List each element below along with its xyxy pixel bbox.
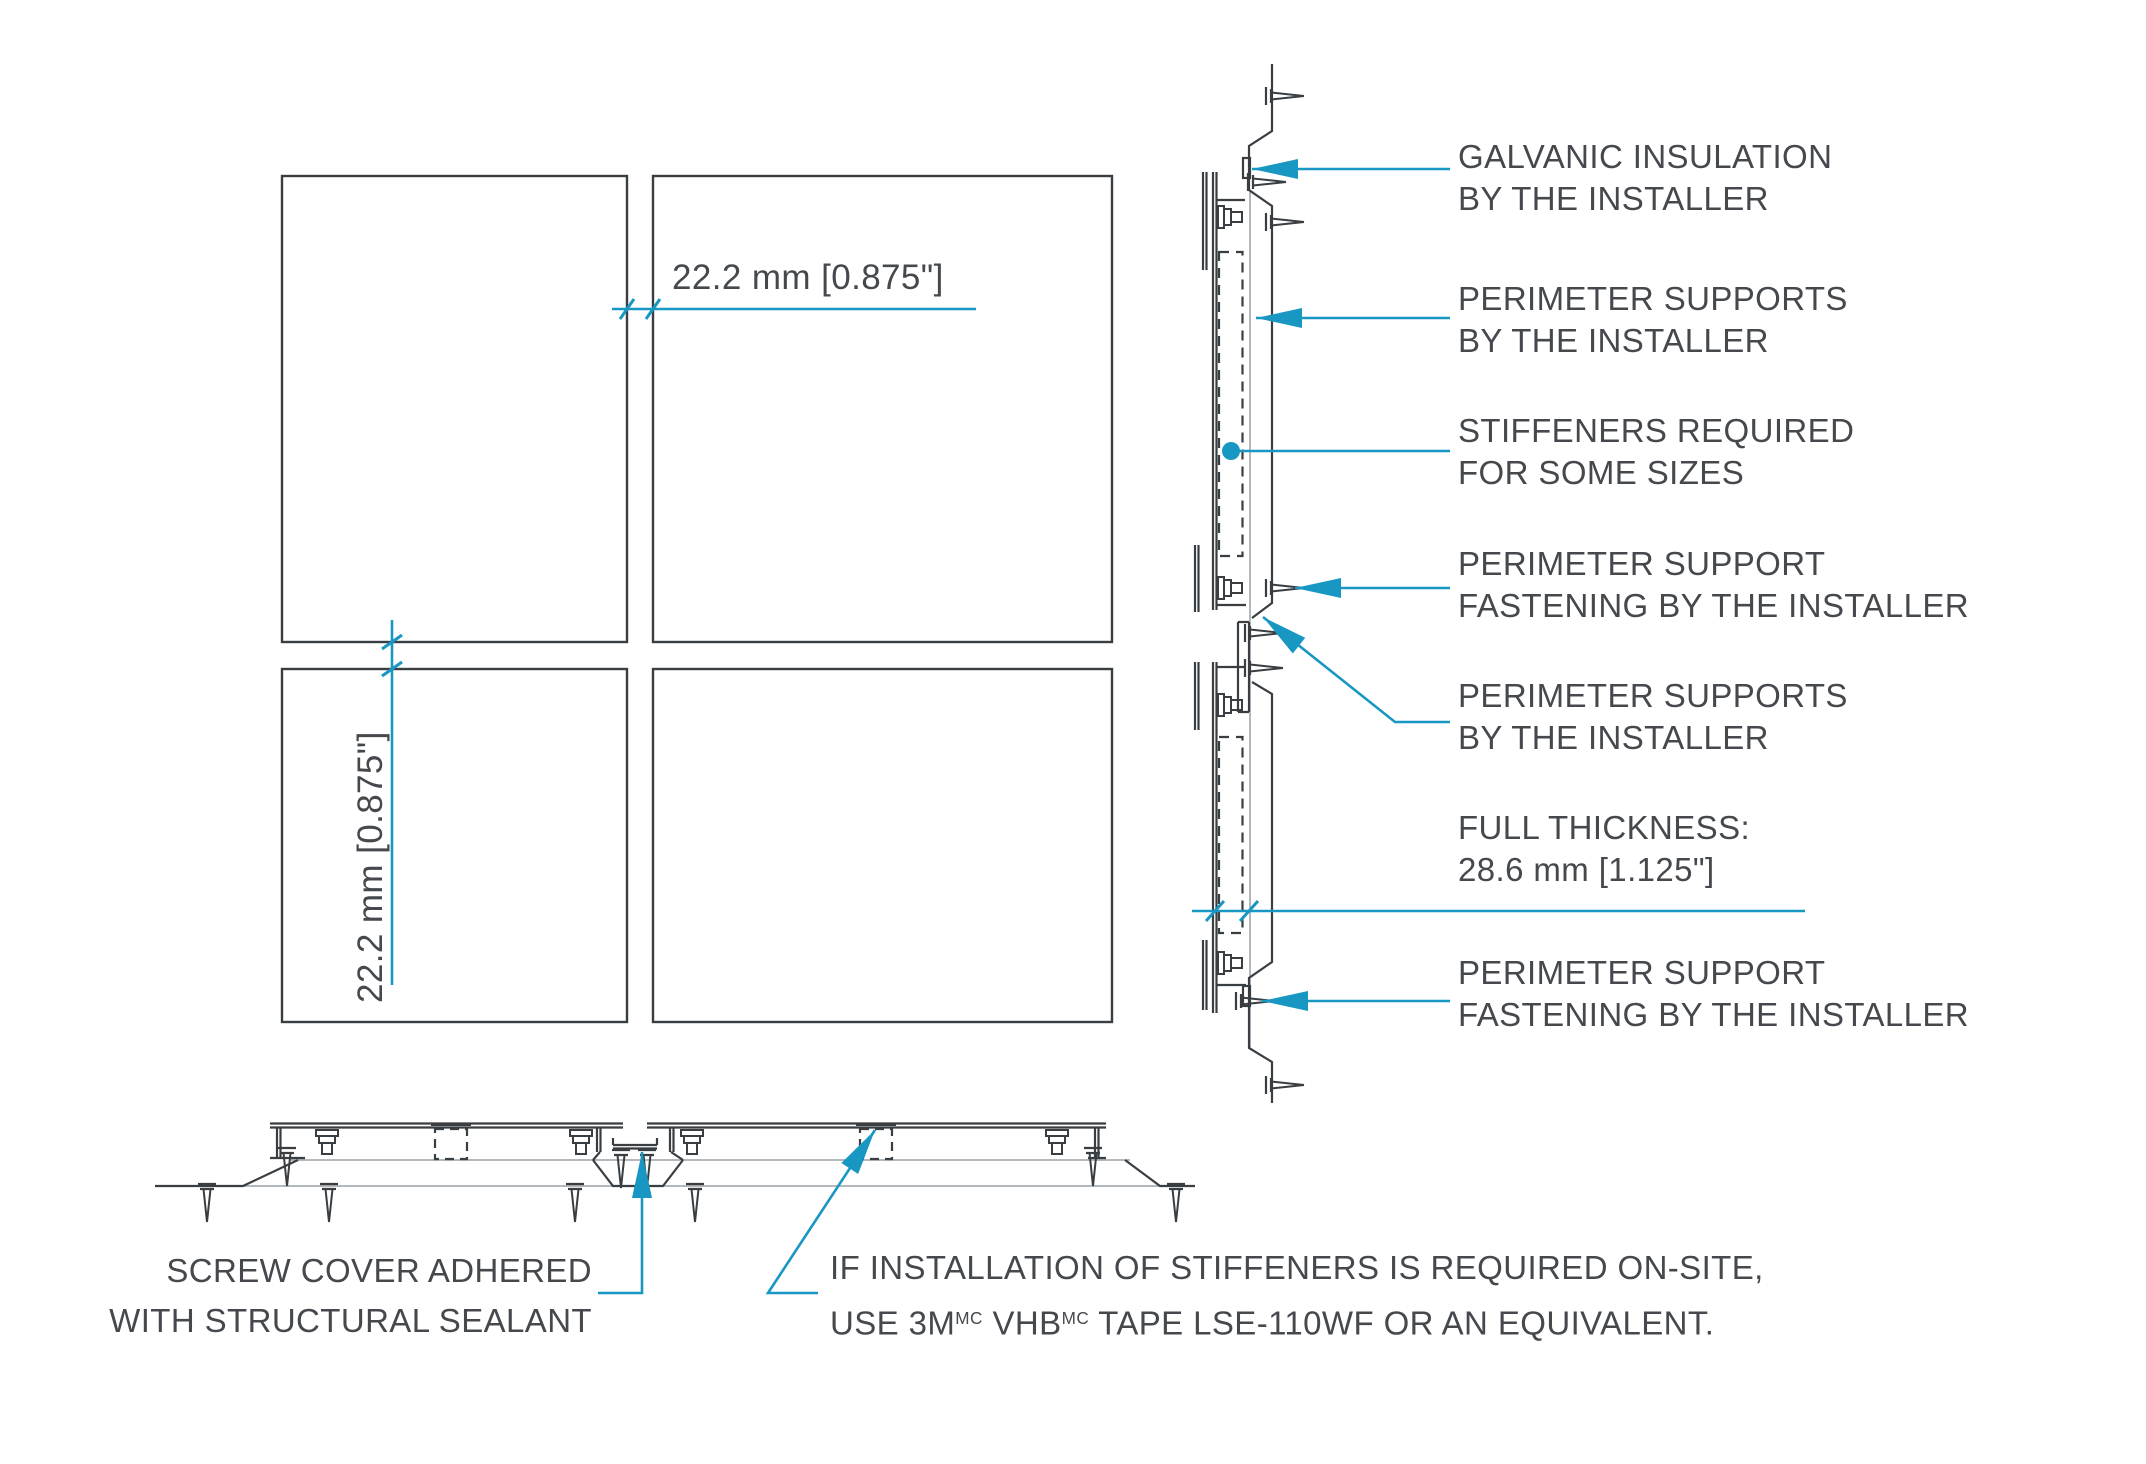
label-perimeter-support-fastening-1: PERIMETER SUPPORT FASTENING BY THE INSTA… (1458, 543, 1969, 627)
screw-icon (196, 1182, 218, 1224)
label-line: PERIMETER SUPPORTS (1458, 677, 1848, 714)
label-line: GALVANIC INSULATION (1458, 138, 1833, 175)
leader-stiffener-tape (765, 1129, 877, 1295)
label-line: STIFFENERS REQUIRED (1458, 412, 1855, 449)
trademark-superscript: MC (1061, 1308, 1090, 1328)
label-stiffener-tape-note: IF INSTALLATION OF STIFFENERS IS REQUIRE… (830, 1243, 1764, 1348)
screw-icon (564, 1182, 586, 1224)
bolt-icon (568, 1128, 594, 1156)
panel-grid (280, 174, 1114, 1024)
screw-icon (1264, 211, 1306, 233)
screw-icon (318, 1182, 340, 1224)
stiffener-dashed-left (433, 1127, 469, 1161)
label-line: BY THE INSTALLER (1458, 719, 1769, 756)
label-line: BY THE INSTALLER (1458, 180, 1769, 217)
label-full-thickness: FULL THICKNESS: 28.6 mm [1.125"] (1458, 807, 1750, 891)
screw-icon (1165, 1182, 1187, 1224)
stiffener-dashed-upper (1217, 250, 1244, 558)
label-line: PERIMETER SUPPORT (1458, 545, 1826, 582)
stiffener-dashed-lower (1217, 735, 1244, 935)
bolt-icon (1216, 950, 1244, 976)
bolt-icon (314, 1128, 340, 1156)
screw-icon (1246, 171, 1288, 193)
horizontal-section (155, 1122, 1195, 1224)
label-line: PERIMETER SUPPORTS (1458, 280, 1848, 317)
panel-top-left (280, 174, 629, 644)
screw-icon (1243, 657, 1285, 679)
label-line: IF INSTALLATION OF STIFFENERS IS REQUIRE… (830, 1249, 1764, 1286)
dim-text-panel-gap-horizontal: 22.2 mm [0.875"] (672, 258, 944, 297)
vertical-section (1193, 64, 1306, 1103)
label-line: FULL THICKNESS: (1458, 809, 1751, 846)
bolt-icon (1216, 204, 1244, 230)
panel-bottom-right (651, 667, 1114, 1024)
screw-icon (684, 1182, 706, 1224)
label-screw-cover: SCREW COVER ADHERED WITH STRUCTURAL SEAL… (30, 1246, 592, 1346)
trademark-superscript: MC (955, 1308, 983, 1328)
label-line: FASTENING BY THE INSTALLER (1458, 996, 1970, 1033)
dim-text-panel-gap-vertical: 22.2 mm [0.875"] (351, 731, 390, 1003)
screw-icon (610, 1148, 632, 1190)
screw-icon (1243, 622, 1285, 644)
screw-icon (1082, 1146, 1104, 1188)
label-line: BY THE INSTALLER (1458, 322, 1769, 359)
screw-icon (1264, 85, 1306, 107)
screw-icon (1264, 1074, 1306, 1096)
bolt-icon (1216, 575, 1244, 601)
bolt-icon (1044, 1128, 1070, 1156)
label-perimeter-support-fastening-2: PERIMETER SUPPORT FASTENING BY THE INSTA… (1458, 952, 1969, 1036)
label-line: WITH STRUCTURAL SEALANT (109, 1302, 592, 1339)
label-line: SCREW COVER ADHERED (166, 1252, 592, 1289)
leader-screw-cover (598, 1152, 652, 1295)
label-stiffeners-required: STIFFENERS REQUIRED FOR SOME SIZES (1458, 410, 1854, 494)
bolt-icon (679, 1128, 705, 1156)
label-line: FASTENING BY THE INSTALLER (1458, 587, 1970, 624)
panel-top-right (651, 174, 1114, 644)
leader-lines (598, 159, 1805, 1295)
leader-dot (1222, 442, 1240, 460)
label-line: PERIMETER SUPPORT (1458, 954, 1826, 991)
dimension-lines-plan (381, 298, 976, 985)
note-text: USE 3M (830, 1304, 956, 1342)
note-text: TAPE LSE-110WF OR AN EQUIVALENT. (1089, 1304, 1715, 1342)
panel-bottom-left (280, 667, 629, 1024)
label-perimeter-supports-2: PERIMETER SUPPORTS BY THE INSTALLER (1458, 675, 1848, 759)
label-line: 28.6 mm [1.125"] (1458, 851, 1715, 888)
screw-cover (611, 1138, 659, 1150)
leader-perimeter-supports-2 (1262, 615, 1450, 724)
label-galvanic-insulation: GALVANIC INSULATION BY THE INSTALLER (1458, 136, 1832, 220)
label-perimeter-supports-1: PERIMETER SUPPORTS BY THE INSTALLER (1458, 278, 1848, 362)
label-line: FOR SOME SIZES (1458, 454, 1745, 491)
note-text: VHB (982, 1304, 1062, 1342)
label-line: USE 3MMC VHBMC TAPE LSE-110WF OR AN EQUI… (830, 1293, 1764, 1348)
